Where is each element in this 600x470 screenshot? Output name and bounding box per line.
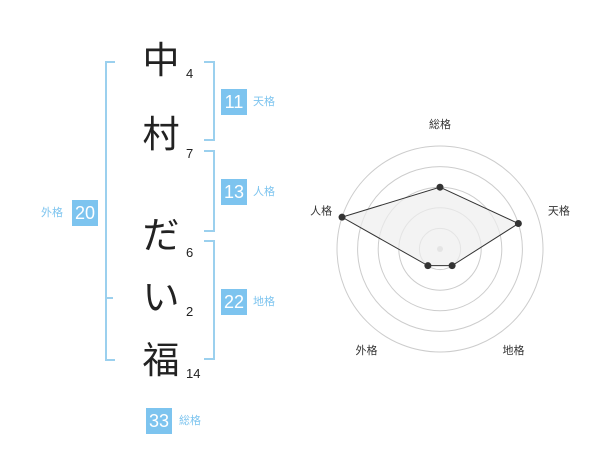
radar-ring [336,145,544,353]
name-char-1: 中 [142,39,180,82]
stroke-count-2: 7 [186,146,194,161]
radar-ring [357,166,523,332]
tenkaku-bracket [204,61,215,141]
radar-point-5 [338,213,346,221]
tenkaku-label: 天格 [253,95,275,108]
name-char-2: 村 [142,113,180,156]
radar-point-2 [514,220,522,228]
name-char-4: い [142,276,180,319]
radar-axis-label-3: 地格 [502,343,524,357]
name-char-3: だ [142,214,180,257]
stroke-count-4: 2 [186,304,194,319]
gaikaku-label: 外格 [41,206,63,219]
gaikaku-bracket [105,61,115,361]
stroke-count-5: 14 [186,366,201,381]
chikaku-value-badge: 22 [221,289,247,315]
name-char-5: 福 [142,339,180,382]
soukaku-label: 総格 [179,414,201,427]
radar-point-4 [424,262,432,270]
chikaku-label: 地格 [253,295,275,308]
chikaku-bracket [204,240,215,360]
soukaku-value-badge: 33 [146,408,172,434]
stroke-count-3: 6 [186,245,194,260]
tenkaku-value-badge: 11 [221,89,247,115]
radar-axis-label-1: 総格 [429,117,451,131]
radar-axis-label-4: 外格 [356,343,378,357]
gaikaku-bracket-tick [107,297,113,299]
jinkaku-label: 人格 [253,185,275,198]
radar-point-3 [448,262,456,270]
radar-axis-label-2: 天格 [548,203,570,217]
gaikaku-value-badge: 20 [72,200,98,226]
jinkaku-bracket [204,150,215,232]
radar-point-1 [436,183,444,191]
jinkaku-value-badge: 13 [221,179,247,205]
stroke-count-1: 4 [186,66,194,81]
radar-points [338,183,522,270]
radar-data-polygon [340,186,520,267]
radar-axis-label-5: 人格 [310,203,332,217]
